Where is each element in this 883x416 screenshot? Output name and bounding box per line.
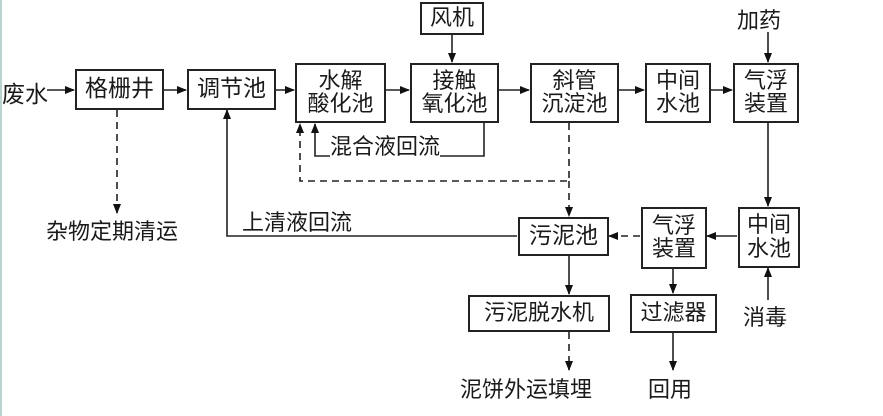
node-intermediate-tank-1: 中间 水池 [645,63,711,123]
node-contact-oxidation-tank-line1: 接触 [432,68,477,94]
node-intermediate-tank-2-line1: 中间 [746,213,791,239]
node-contact-oxidation-tank: 接触 氧化池 [410,63,499,123]
node-inclined-tube-settler-line1: 斜管 [552,68,597,94]
supernatant-return-label: 上清液回流 [242,211,353,236]
node-sludge-tank-label: 污泥池 [529,223,598,250]
node-hydrolysis-tank-line1: 水解 [318,68,363,94]
node-hydrolysis-tank: 水解 酸化池 [295,63,386,123]
node-air-flotation-1: 气浮 装置 [733,63,799,123]
mixed-liquor-return-label: 混合液回流 [330,129,441,161]
output-reuse-label: 回用 [648,378,693,403]
node-regulating-tank: 调节池 [187,69,276,110]
node-air-flotation-2: 气浮 装置 [641,207,707,269]
node-air-flotation-1-line1: 气浮 [743,68,788,94]
node-air-flotation-2-line1: 气浮 [651,213,696,239]
node-sludge-tank: 污泥池 [518,217,609,256]
node-grille-well: 格栅井 [75,69,164,110]
node-intermediate-tank-1-line2: 水池 [655,92,700,117]
input-wastewater-label: 废水 [2,82,48,108]
output-cake-disposal-label: 泥饼外运填埋 [460,378,593,403]
node-filter: 过滤器 [630,294,717,333]
input-disinfection-label: 消毒 [743,306,788,331]
node-hydrolysis-tank-line2: 酸化池 [307,92,374,117]
node-intermediate-tank-1-line1: 中间 [655,68,700,94]
node-blower-label: 风机 [429,5,474,31]
output-debris-removal-label: 杂物定期清运 [46,220,179,245]
node-grille-well-label: 格栅井 [85,76,154,103]
node-intermediate-tank-2: 中间 水池 [738,207,800,268]
node-regulating-tank-label: 调节池 [197,76,266,103]
node-intermediate-tank-2-line2: 水池 [746,236,791,262]
node-blower: 风机 [420,2,484,35]
node-sludge-dewatering-label: 污泥脱水机 [483,300,594,326]
node-contact-oxidation-tank-line2: 氧化池 [421,92,488,117]
node-air-flotation-1-line2: 装置 [743,92,788,117]
node-inclined-tube-settler: 斜管 沉淀池 [530,63,619,123]
node-sludge-dewatering: 污泥脱水机 [468,295,610,332]
node-filter-label: 过滤器 [640,300,707,326]
edge-supernatant-return [223,109,517,237]
input-dosing-label: 加药 [737,9,782,34]
edge-settler-to-hydrolysis-dashed [296,123,570,182]
node-air-flotation-2-line2: 装置 [651,237,696,262]
node-inclined-tube-settler-line2: 沉淀池 [541,92,608,117]
